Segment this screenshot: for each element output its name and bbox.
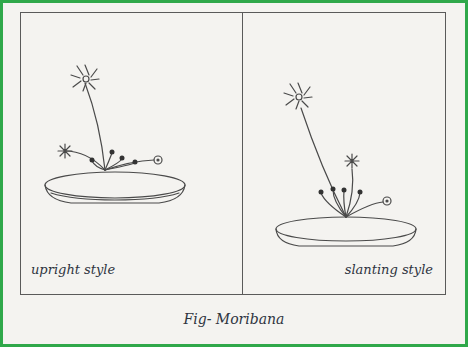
buds (319, 187, 363, 195)
dish-layer (51, 193, 179, 200)
stem (333, 190, 346, 217)
star-flower (284, 83, 312, 109)
burst-flower (345, 154, 359, 168)
stem (346, 202, 383, 217)
round-flower (383, 197, 391, 205)
star-flower (71, 65, 99, 91)
dish-base (276, 229, 416, 246)
star-flower (296, 94, 302, 100)
style-label: slanting style (345, 262, 433, 278)
stem (301, 108, 346, 217)
style-panel: slanting style (242, 12, 446, 295)
dish-base (45, 185, 185, 203)
dish-rim (45, 172, 185, 198)
stem (65, 151, 105, 170)
upright-arrangement (45, 65, 185, 203)
figure-caption: Fig- Moribana (3, 311, 465, 327)
moribana-illustration (3, 3, 465, 344)
stem (344, 191, 346, 217)
dish-rim (276, 217, 416, 241)
stem (105, 160, 154, 170)
style-label: upright style (31, 262, 115, 278)
burst-flower (58, 144, 72, 158)
buds (90, 150, 138, 165)
style-panel: upright style (20, 12, 243, 295)
round-flower (154, 156, 162, 164)
round-flower (386, 200, 388, 202)
star-flower (83, 76, 89, 82)
slanting-arrangement (276, 83, 416, 246)
round-flower (157, 159, 159, 161)
stem (92, 161, 105, 170)
